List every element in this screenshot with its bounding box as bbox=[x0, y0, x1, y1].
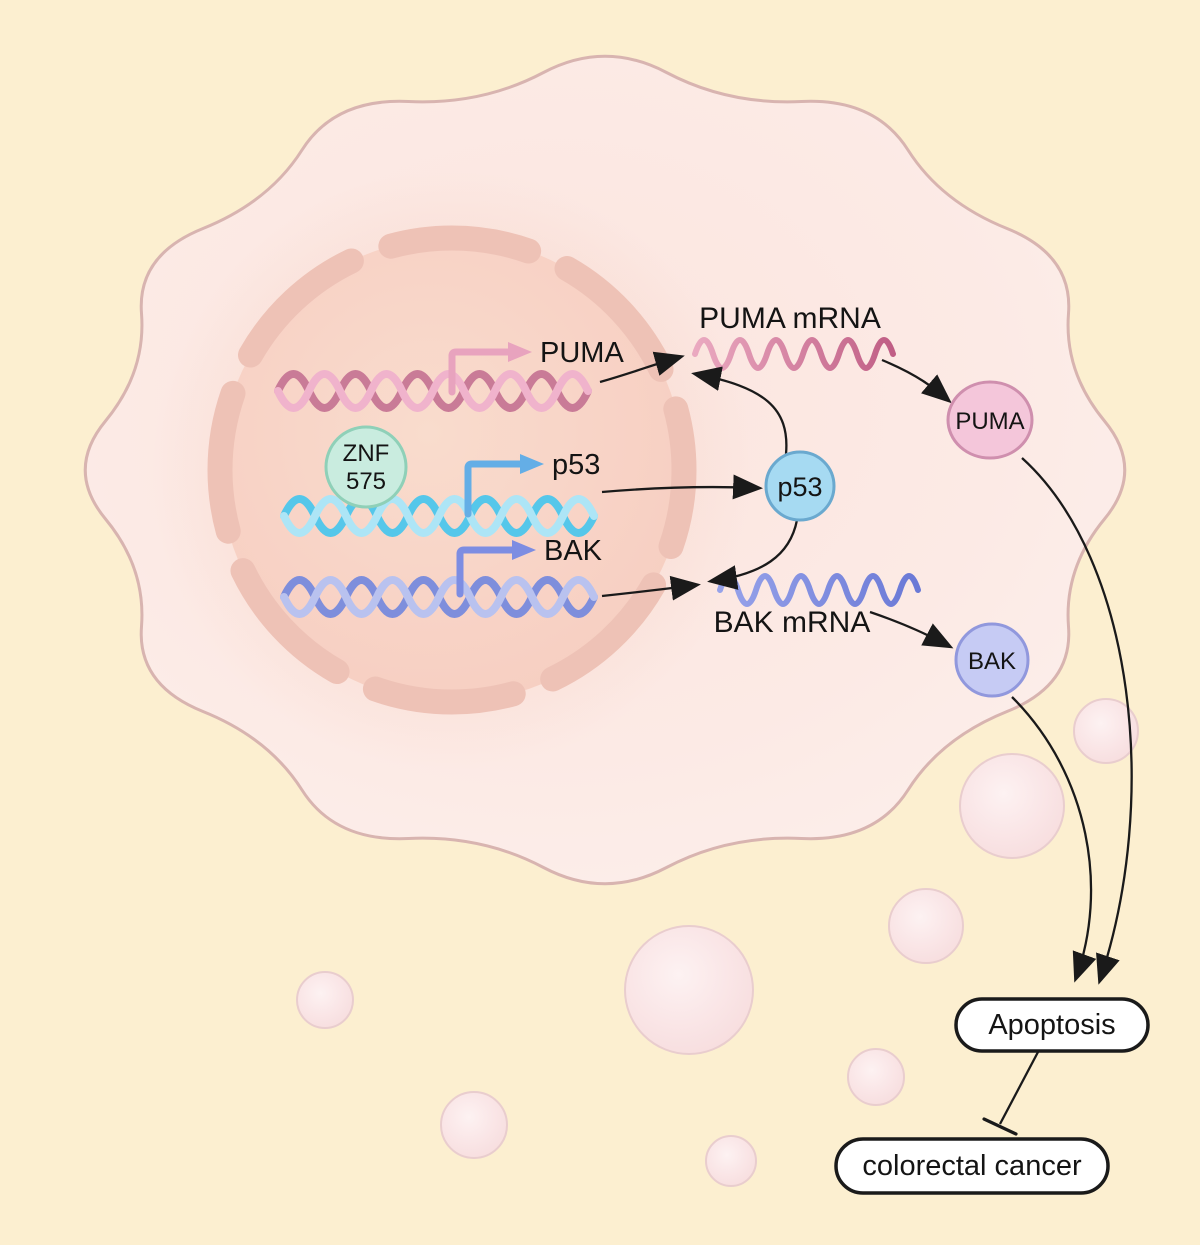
apoptosis-box: Apoptosis bbox=[954, 997, 1150, 1053]
vesicle bbox=[296, 971, 354, 1029]
puma-mrna-label: PUMA mRNA bbox=[699, 302, 881, 335]
vesicle bbox=[705, 1135, 757, 1187]
puma-protein-circle bbox=[946, 380, 1034, 460]
bak-mrna-label: BAK mRNA bbox=[714, 606, 871, 639]
arrow-bak-gene-to-mrna bbox=[601, 575, 701, 601]
arrow-bak-to-apoptosis bbox=[1011, 696, 1097, 983]
colorectal-cancer-label: colorectal cancer bbox=[862, 1150, 1082, 1182]
p53-protein: p53 bbox=[764, 450, 836, 522]
arrow-p53-to-bak-mrna bbox=[707, 519, 799, 590]
p53-protein-circle bbox=[764, 450, 836, 522]
p53-gene-label: p53 bbox=[552, 449, 600, 481]
bak-protein-label: BAK bbox=[968, 648, 1016, 675]
bak-promoter-arrow bbox=[456, 540, 536, 598]
arrow-puma-mrna-to-protein bbox=[881, 358, 952, 404]
vesicle bbox=[624, 925, 754, 1055]
vesicle bbox=[847, 1048, 905, 1106]
inhibition-line bbox=[998, 1051, 1040, 1125]
arrow-bak-mrna-to-protein bbox=[869, 610, 954, 649]
puma-promoter-arrowhead bbox=[508, 342, 532, 362]
vesicle bbox=[440, 1091, 508, 1159]
vesicle bbox=[888, 888, 964, 964]
bak-protein-circle bbox=[954, 622, 1030, 698]
bak-protein: BAK bbox=[954, 622, 1030, 698]
vesicle bbox=[1073, 698, 1139, 764]
inhibition-tee-bar bbox=[982, 1117, 1018, 1136]
znf575-label-line2: 575 bbox=[346, 468, 386, 495]
colorectal-cancer-box-outline bbox=[834, 1137, 1110, 1195]
puma-protein-label: PUMA bbox=[955, 408, 1024, 435]
znf575-badge: ZNF 575 bbox=[324, 425, 408, 509]
znf575-circle bbox=[324, 425, 408, 509]
p53-promoter-arrow bbox=[464, 454, 544, 518]
nuclear-envelope bbox=[207, 225, 697, 715]
znf575-label-line1: ZNF bbox=[343, 440, 390, 467]
puma-promoter-arrow bbox=[448, 342, 532, 396]
puma-gene-label: PUMA bbox=[540, 337, 624, 369]
apoptosis-box-outline bbox=[954, 997, 1150, 1053]
bak-gene-label: BAK bbox=[544, 535, 603, 567]
bak-promoter-arrowhead bbox=[512, 540, 536, 560]
apoptosis-label: Apoptosis bbox=[988, 1009, 1115, 1041]
arrow-p53-to-puma-gene bbox=[691, 366, 788, 455]
vesicles bbox=[296, 698, 1139, 1187]
arrow-puma-to-apoptosis bbox=[1021, 457, 1133, 985]
colorectal-cancer-box: colorectal cancer bbox=[834, 1137, 1110, 1195]
p53-protein-label: p53 bbox=[777, 472, 822, 502]
inhibition-apoptosis-to-cancer bbox=[982, 1051, 1040, 1136]
arrow-p53-gene-to-protein bbox=[601, 474, 763, 500]
puma-protein: PUMA bbox=[946, 380, 1034, 460]
arrow-puma-gene-to-mrna bbox=[599, 351, 685, 384]
vesicle bbox=[959, 753, 1065, 859]
p53-promoter-arrowhead bbox=[520, 454, 544, 474]
